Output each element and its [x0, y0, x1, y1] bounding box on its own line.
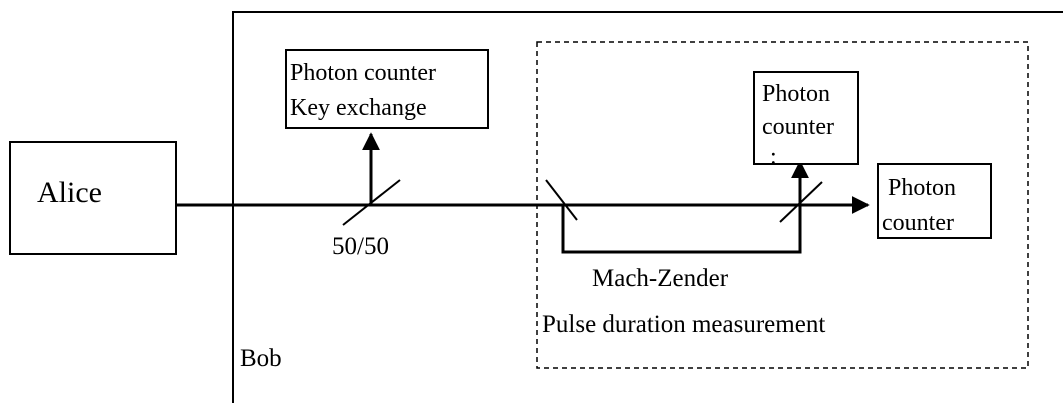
measurement-region-label: Pulse duration measurement: [542, 311, 825, 338]
alice-label: Alice: [37, 176, 102, 209]
top-counter-box: [753, 71, 859, 165]
key-counter-line2: Key exchange: [290, 95, 427, 121]
right-counter-line1: Photon: [888, 175, 956, 201]
mz-lower-arm: [561, 205, 802, 254]
bob-label: Bob: [240, 345, 282, 372]
top-counter-line2: counter: [762, 114, 834, 140]
right-counter-line2: counter: [882, 210, 954, 236]
alice-box: [9, 141, 177, 255]
key-exchange-counter-box: [285, 49, 489, 129]
mz-splitter-1: [545, 179, 578, 221]
key-counter-line1: Photon counter: [290, 60, 436, 86]
mz-label: Mach-Zender: [592, 265, 729, 292]
top-counter-line1: Photon: [762, 81, 830, 107]
right-counter-box: [877, 163, 992, 239]
beam-splitter-label: 50/50: [332, 233, 389, 260]
bob-region-border: [232, 11, 1063, 403]
top-counter-dots: :: [770, 144, 777, 170]
